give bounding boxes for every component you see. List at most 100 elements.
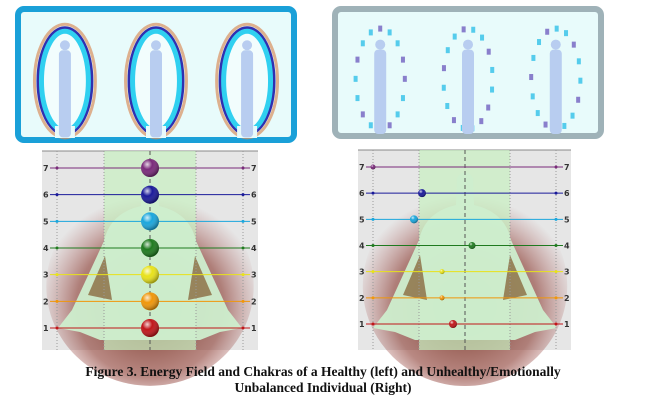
- aura-fragment: [360, 111, 365, 118]
- level-label-right: 6: [564, 189, 570, 198]
- aura-fragment: [479, 118, 484, 125]
- chakra-shine: [141, 292, 159, 311]
- aura-fragment: [490, 66, 495, 73]
- unhealthy-aura-panel: [332, 6, 604, 139]
- aura-fragment: [562, 122, 567, 129]
- arm-gap-left: [403, 255, 427, 300]
- level-marker: [241, 219, 245, 223]
- level-label-right: 2: [564, 294, 570, 303]
- aura-fragment: [571, 41, 576, 48]
- level-label-left: 6: [359, 189, 365, 198]
- level-marker: [241, 193, 245, 197]
- healthy-aura-panel: [15, 6, 297, 143]
- aura-fragment: [570, 112, 575, 119]
- level-label-left: 1: [359, 320, 365, 329]
- person-body: [462, 49, 474, 135]
- level-marker: [241, 326, 245, 330]
- aura-fragment: [441, 84, 446, 91]
- chakra-shine: [418, 189, 426, 198]
- aura-fragment: [355, 56, 360, 63]
- aura-fragment: [554, 25, 559, 32]
- aura-fragment: [368, 122, 373, 129]
- level-marker: [371, 296, 375, 300]
- level-label-left: 1: [43, 324, 49, 333]
- person-head: [375, 39, 386, 50]
- level-marker: [554, 217, 558, 221]
- level-label-right: 1: [251, 324, 257, 333]
- level-label-left: 3: [43, 271, 49, 280]
- aura-fragment: [576, 96, 581, 103]
- person-head: [242, 40, 253, 51]
- chakra-shine: [468, 242, 476, 249]
- aura-fragment: [486, 104, 491, 111]
- aura-fragment: [480, 34, 485, 41]
- level-marker: [554, 244, 558, 247]
- aura-fragment: [395, 111, 400, 118]
- aura-fragment: [578, 77, 583, 84]
- person-head: [550, 39, 561, 50]
- aura-fragment: [537, 39, 542, 46]
- aura-fragment: [353, 75, 358, 82]
- level-marker: [554, 191, 558, 195]
- aura-fragment: [452, 33, 457, 40]
- aura-fragment: [545, 28, 550, 35]
- level-marker: [55, 299, 59, 303]
- aura-fragment: [543, 121, 548, 128]
- aura-fragment: [531, 54, 536, 61]
- level-label-left: 2: [359, 294, 365, 303]
- aura-fragment: [445, 103, 450, 110]
- aura-fragment: [441, 65, 446, 72]
- level-label-left: 6: [43, 191, 49, 200]
- level-label-right: 4: [251, 244, 257, 253]
- level-marker: [241, 299, 245, 303]
- level-marker: [55, 219, 59, 223]
- person-head: [463, 39, 473, 50]
- aura-fragment: [451, 117, 456, 124]
- chakra-shine: [439, 295, 445, 301]
- level-label-left: 2: [43, 297, 49, 306]
- aura-fragment: [355, 95, 360, 102]
- level-label-left: 5: [359, 215, 365, 224]
- person-head: [59, 40, 70, 51]
- level-marker: [241, 273, 245, 277]
- aura-fragment: [400, 95, 405, 102]
- aura-fragment: [471, 26, 476, 33]
- level-marker: [55, 193, 59, 197]
- person-body: [241, 50, 254, 138]
- aura-fragment: [564, 30, 569, 37]
- aura-fragment: [445, 47, 450, 54]
- level-label-right: 5: [251, 217, 257, 226]
- level-label-left: 3: [359, 268, 365, 277]
- level-label-left: 7: [359, 163, 365, 172]
- level-label-right: 1: [564, 320, 570, 329]
- aura-fragment: [387, 29, 392, 36]
- level-label-right: 4: [564, 242, 570, 251]
- level-marker: [554, 165, 558, 169]
- aura-fragment: [535, 110, 540, 117]
- chakra-shine: [410, 215, 418, 224]
- level-marker: [371, 270, 375, 274]
- aura-fragment: [490, 86, 495, 93]
- aura-fragment: [402, 75, 407, 82]
- level-marker: [241, 246, 245, 250]
- level-label-left: 4: [359, 242, 365, 251]
- level-marker: [554, 270, 558, 274]
- level-label-right: 7: [564, 163, 570, 172]
- chakra-shine: [141, 319, 159, 337]
- level-marker: [554, 322, 558, 326]
- chakra-shine: [439, 269, 445, 275]
- chakra-shine: [141, 159, 159, 177]
- level-marker: [371, 191, 375, 195]
- aura-fragment: [576, 58, 581, 65]
- level-label-right: 5: [564, 215, 570, 224]
- aura-fragment: [529, 74, 534, 81]
- level-label-right: 6: [251, 191, 257, 200]
- aura-fragment: [368, 29, 373, 36]
- aura-fragment: [400, 56, 405, 63]
- person-body: [374, 49, 387, 135]
- level-marker: [554, 296, 558, 300]
